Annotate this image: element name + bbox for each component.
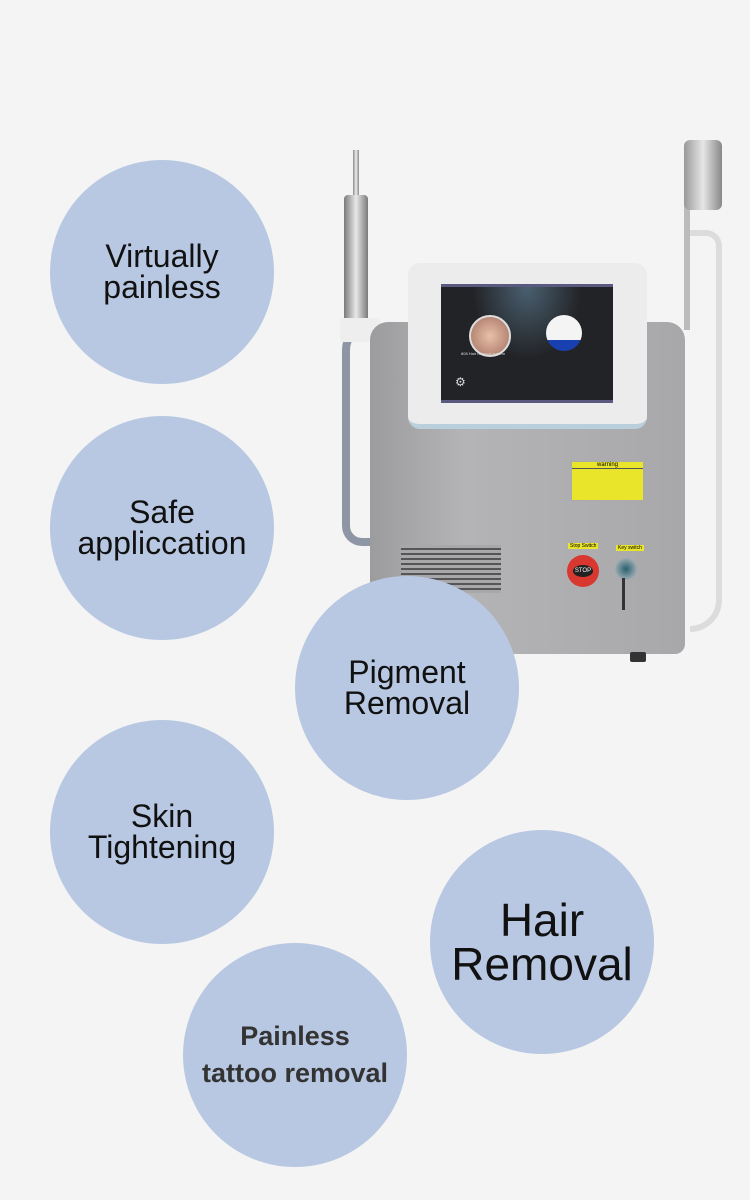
warning-label: warning — [571, 461, 644, 501]
machine-foot — [630, 652, 646, 662]
feature-skin-tightening: Skin Tightening — [50, 720, 274, 944]
feature-line: painless — [103, 269, 221, 305]
feature-line: Skin — [130, 798, 194, 834]
feature-line: appliccation — [77, 525, 247, 561]
feature-line: Painless — [240, 1021, 350, 1051]
feature-virtually-painless: Virtually painless — [50, 160, 274, 384]
feature-line: Pigment — [348, 654, 466, 690]
touch-screen: 808 Hair removal system ⚙ — [441, 284, 613, 403]
feature-pigment-removal: Pigment Removal — [295, 576, 519, 800]
gear-icon[interactable]: ⚙ — [455, 375, 466, 389]
screen-photo — [469, 315, 511, 357]
right-handpiece-rod — [684, 200, 690, 330]
screen-circle-button[interactable] — [546, 315, 582, 351]
feature-line: tattoo removal — [201, 1058, 389, 1088]
feature-line: Safe — [129, 494, 195, 530]
key-switch[interactable] — [615, 558, 637, 580]
stop-switch-label: Stop Switch — [568, 543, 599, 549]
feature-painless-tattoo-removal: Painless tattoo removal — [183, 943, 407, 1167]
right-handpiece — [684, 140, 722, 210]
key — [622, 578, 625, 610]
screen-caption: 808 Hair removal system — [461, 351, 506, 356]
feature-safe-application: Safe appliccation — [50, 416, 274, 640]
feature-line: Virtually — [105, 238, 219, 274]
feature-line: Removal — [451, 938, 633, 990]
left-handpiece — [344, 195, 368, 325]
feature-line: Tightening — [87, 829, 237, 865]
key-switch-label: Key switch — [616, 545, 644, 551]
feature-line: Removal — [343, 685, 471, 721]
feature-line: Hair — [499, 894, 585, 946]
warning-title: warning — [572, 462, 643, 469]
stop-button[interactable]: STOP — [567, 555, 599, 587]
feature-hair-removal: Hair Removal — [430, 830, 654, 1054]
left-handpiece-tip — [353, 150, 359, 200]
right-handpiece-hose — [690, 230, 722, 632]
